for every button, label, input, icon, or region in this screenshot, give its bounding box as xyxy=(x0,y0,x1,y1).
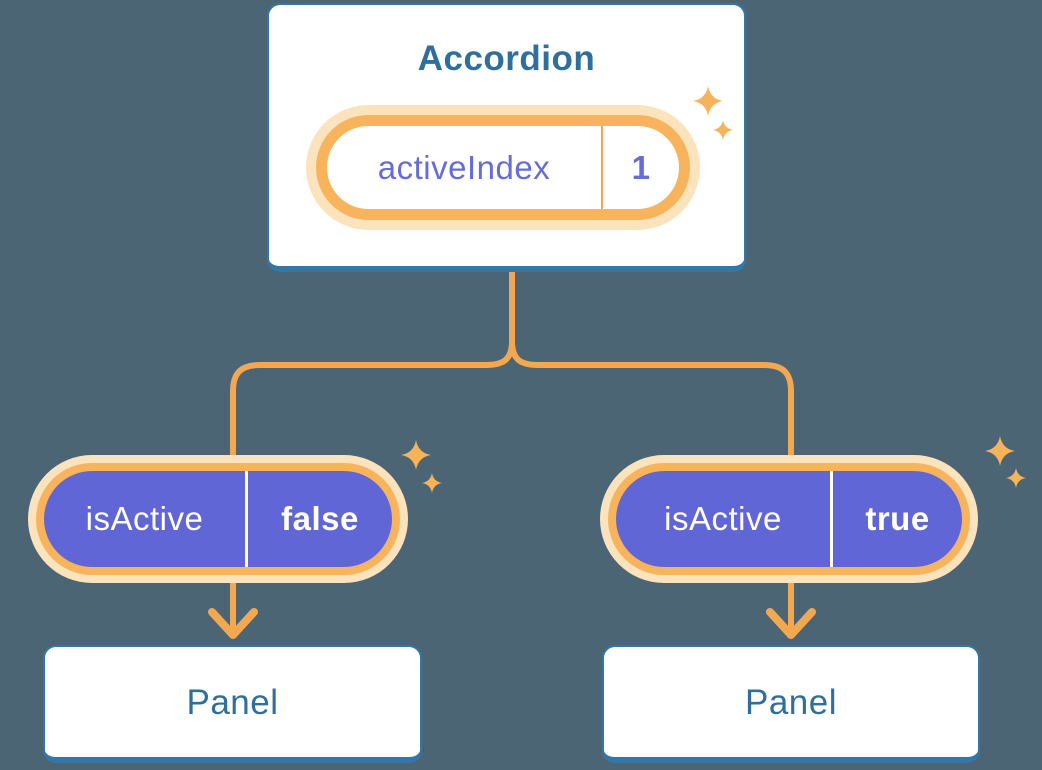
state-pill: activeIndex 1 xyxy=(306,105,700,230)
connector-branch-right xyxy=(509,340,794,460)
sparkle-icon-large xyxy=(693,86,723,116)
state-pill-body: activeIndex 1 xyxy=(316,115,690,220)
prop-pill-left-body: isActive false xyxy=(36,463,400,575)
prop-name: isActive xyxy=(664,500,782,537)
arrow-down-icon xyxy=(766,608,816,639)
sparkle-icon-large xyxy=(985,436,1015,466)
sparkle-icon-large xyxy=(401,440,431,470)
state-value: 1 xyxy=(631,148,651,186)
panel-title: Panel xyxy=(186,682,279,722)
pill-divider xyxy=(245,471,248,567)
prop-value: false xyxy=(281,500,359,537)
panel-title: Panel xyxy=(744,682,838,722)
prop-value: true xyxy=(865,500,930,537)
prop-pill-left: isActive false xyxy=(28,455,408,583)
panel-box-left: Panel xyxy=(43,645,422,763)
prop-pill-right-body: isActive true xyxy=(608,463,970,575)
connector-branch-left xyxy=(230,340,515,460)
state-name: activeIndex xyxy=(377,148,551,186)
prop-pill-right: isActive true xyxy=(600,455,978,583)
sparkle-icon-small xyxy=(422,473,442,493)
arrow-down-icon xyxy=(208,608,258,639)
prop-name: isActive xyxy=(85,500,204,537)
pill-divider xyxy=(830,471,833,567)
accordion-title: Accordion xyxy=(417,39,596,78)
sparkle-icon-small xyxy=(713,120,733,140)
panel-box-right: Panel xyxy=(602,645,980,763)
pill-divider xyxy=(601,126,603,209)
sparkle-icon-small xyxy=(1006,468,1026,488)
